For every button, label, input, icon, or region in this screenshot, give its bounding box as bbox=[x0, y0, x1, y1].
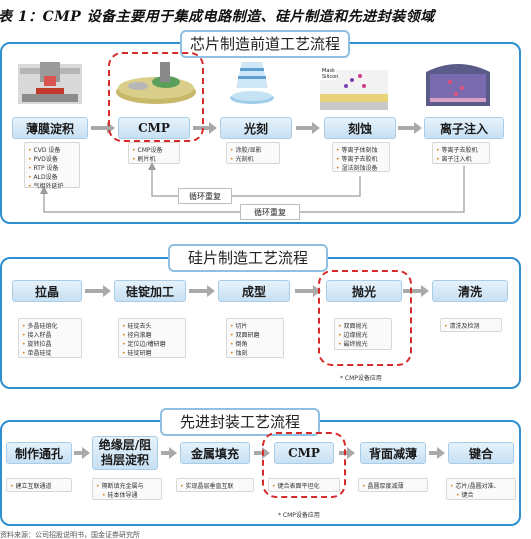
list-item: 清洗及检测 bbox=[444, 322, 498, 331]
list-item: 等离子去胶机 bbox=[336, 155, 386, 164]
loop-arrows bbox=[40, 162, 465, 213]
polishing-steps: 双面抛光 边缘抛光 最终抛光 bbox=[334, 318, 392, 350]
arrow-right-icon bbox=[295, 121, 321, 135]
list-item: 边缘抛光 bbox=[338, 331, 388, 340]
ingot-processing-steps: 硅锭去头 径向滚磨 定位边/槽研磨 硅锭研磨 bbox=[118, 318, 186, 358]
deposition-illustration bbox=[12, 58, 88, 112]
list-item: 径向滚磨 bbox=[122, 331, 182, 340]
list-item: CVD 设备 bbox=[28, 146, 76, 155]
step-backside-thinning: 背面减薄 bbox=[360, 442, 426, 464]
step-via-creation: 制作通孔 bbox=[6, 442, 72, 464]
list-item: 实现晶层垂直互联 bbox=[180, 482, 250, 491]
list-item: 单晶硅锭 bbox=[22, 349, 78, 358]
step-cleaning: 清洗 bbox=[432, 280, 508, 302]
step-lithography: 光刻 bbox=[220, 117, 292, 139]
deposition-equipment-list: CVD 设备 PVD设备 RTP 设备 ALD设备 气相外延炉 bbox=[24, 142, 80, 191]
step-cmp-packaging: CMP bbox=[274, 442, 334, 464]
etching-equipment-list: 等离子体刻蚀 等离子去胶机 湿法刻蚀设备 bbox=[332, 142, 390, 172]
step-ion-implant: 离子注入 bbox=[424, 117, 504, 139]
list-item: 键合 bbox=[450, 491, 512, 500]
backside-thinning-note: 晶圆厚度减薄 bbox=[358, 478, 428, 492]
shaping-steps: 切片 双面研磨 倒角 蚀刻 bbox=[226, 318, 284, 358]
list-item: 刷片机 bbox=[132, 155, 176, 164]
wafer-title: 硅片制造工艺流程 bbox=[168, 244, 328, 272]
step-polishing: 抛光 bbox=[326, 280, 402, 302]
arrow-right-icon bbox=[397, 121, 423, 135]
source-note: 资料来源：公司招股说明书，国金证券研究所 bbox=[0, 531, 140, 539]
front-end-title: 芯片制造前道工艺流程 bbox=[180, 30, 350, 58]
arrow-right-icon bbox=[73, 446, 91, 460]
list-item: 最终抛光 bbox=[338, 340, 388, 349]
list-item: 键合表面平坦化 bbox=[272, 482, 336, 491]
list-item: 硅本体导通 bbox=[96, 491, 158, 500]
metal-fill-note: 实现晶层垂直互联 bbox=[176, 478, 254, 492]
arrow-right-icon bbox=[402, 284, 430, 298]
list-item: 隔断填充金属与 bbox=[96, 482, 158, 491]
list-item: 晶圆厚度减薄 bbox=[362, 482, 424, 491]
crystal-pulling-steps: 多晶硅熔化 接入籽晶 旋转拉晶 单晶硅锭 bbox=[18, 318, 82, 358]
packaging-title: 先进封装工艺流程 bbox=[160, 408, 320, 436]
arrow-right-icon bbox=[428, 446, 446, 460]
step-crystal-pulling: 拉晶 bbox=[12, 280, 82, 302]
via-creation-note: 建立互联通道 bbox=[6, 478, 72, 492]
step-ingot-processing: 硅锭加工 bbox=[114, 280, 186, 302]
list-item: 接入籽晶 bbox=[22, 331, 78, 340]
loop-repeat-label: 循环重复 bbox=[240, 204, 300, 220]
list-item: 气相外延炉 bbox=[28, 182, 76, 191]
list-item: 硅锭研磨 bbox=[122, 349, 182, 358]
list-item: 等离子体刻蚀 bbox=[336, 146, 386, 155]
list-item: 双面抛光 bbox=[338, 322, 388, 331]
list-item: PVD设备 bbox=[28, 155, 76, 164]
list-item: 多晶硅熔化 bbox=[22, 322, 78, 331]
cleaning-steps: 清洗及检测 bbox=[440, 318, 502, 332]
lithography-illustration bbox=[224, 58, 280, 112]
ion-implant-equipment-list: 等离子去胶机 离子注入机 bbox=[432, 142, 490, 164]
arrow-right-icon bbox=[294, 284, 322, 298]
list-item: RTP 设备 bbox=[28, 164, 76, 173]
ion-implant-illustration bbox=[420, 58, 496, 112]
list-item: 旋转拉晶 bbox=[22, 340, 78, 349]
cmp-equipment-list: CMP设备 刷片机 bbox=[128, 142, 180, 164]
polishing-cmp-highlight bbox=[318, 270, 412, 366]
list-item: 硅锭去头 bbox=[122, 322, 182, 331]
list-item: 定位边/槽研磨 bbox=[122, 340, 182, 349]
step-barrier-deposition: 绝缘层/阻挡层淀积 bbox=[92, 436, 158, 470]
list-item: CMP设备 bbox=[132, 146, 176, 155]
etching-illustration: Mask Silicon bbox=[316, 60, 392, 112]
barrier-deposition-note: 隔断填充金属与 硅本体导通 bbox=[92, 478, 162, 500]
mask-label: Mask bbox=[322, 68, 335, 74]
arrow-right-icon bbox=[84, 284, 112, 298]
cmp-highlight bbox=[108, 52, 204, 142]
packaging-cmp-highlight bbox=[262, 432, 346, 498]
step-metal-fill: 金属填充 bbox=[180, 442, 250, 464]
list-item: 建立互联通道 bbox=[10, 482, 68, 491]
list-item: 切片 bbox=[230, 322, 280, 331]
list-item: 双面研磨 bbox=[230, 331, 280, 340]
arrow-right-icon bbox=[188, 284, 216, 298]
step-shaping: 成型 bbox=[218, 280, 290, 302]
cmp-illustration bbox=[114, 58, 200, 110]
step-cmp-front-end: CMP bbox=[118, 117, 190, 139]
list-item: 涂胶/显影 bbox=[230, 146, 276, 155]
arrow-right-icon bbox=[160, 446, 178, 460]
bonding-note: 芯片/晶圆对准、 键合 bbox=[446, 478, 516, 500]
step-thin-film-deposition: 薄膜淀积 bbox=[12, 117, 88, 139]
list-item: 倒角 bbox=[230, 340, 280, 349]
figure-title: 表 1：CMP 设备主要用于集成电路制造、硅片制造和先进封装领域 bbox=[0, 9, 435, 25]
step-etching: 刻蚀 bbox=[324, 117, 396, 139]
cmp-application-note: * CMP设备应用 bbox=[278, 512, 320, 519]
list-item: 光刻机 bbox=[230, 155, 276, 164]
cmp-application-note: * CMP设备应用 bbox=[340, 375, 382, 382]
list-item: 离子注入机 bbox=[436, 155, 486, 164]
list-item: 芯片/晶圆对准、 bbox=[450, 482, 512, 491]
lithography-equipment-list: 涂胶/显影 光刻机 bbox=[226, 142, 280, 164]
list-item: ALD设备 bbox=[28, 173, 76, 182]
loop-repeat-label: 循环重复 bbox=[178, 188, 232, 204]
list-item: 等离子去胶机 bbox=[436, 146, 486, 155]
list-item: 蚀刻 bbox=[230, 349, 280, 358]
silicon-label: Silicon bbox=[322, 74, 339, 80]
step-bonding: 键合 bbox=[448, 442, 514, 464]
list-item: 湿法刻蚀设备 bbox=[336, 164, 386, 173]
